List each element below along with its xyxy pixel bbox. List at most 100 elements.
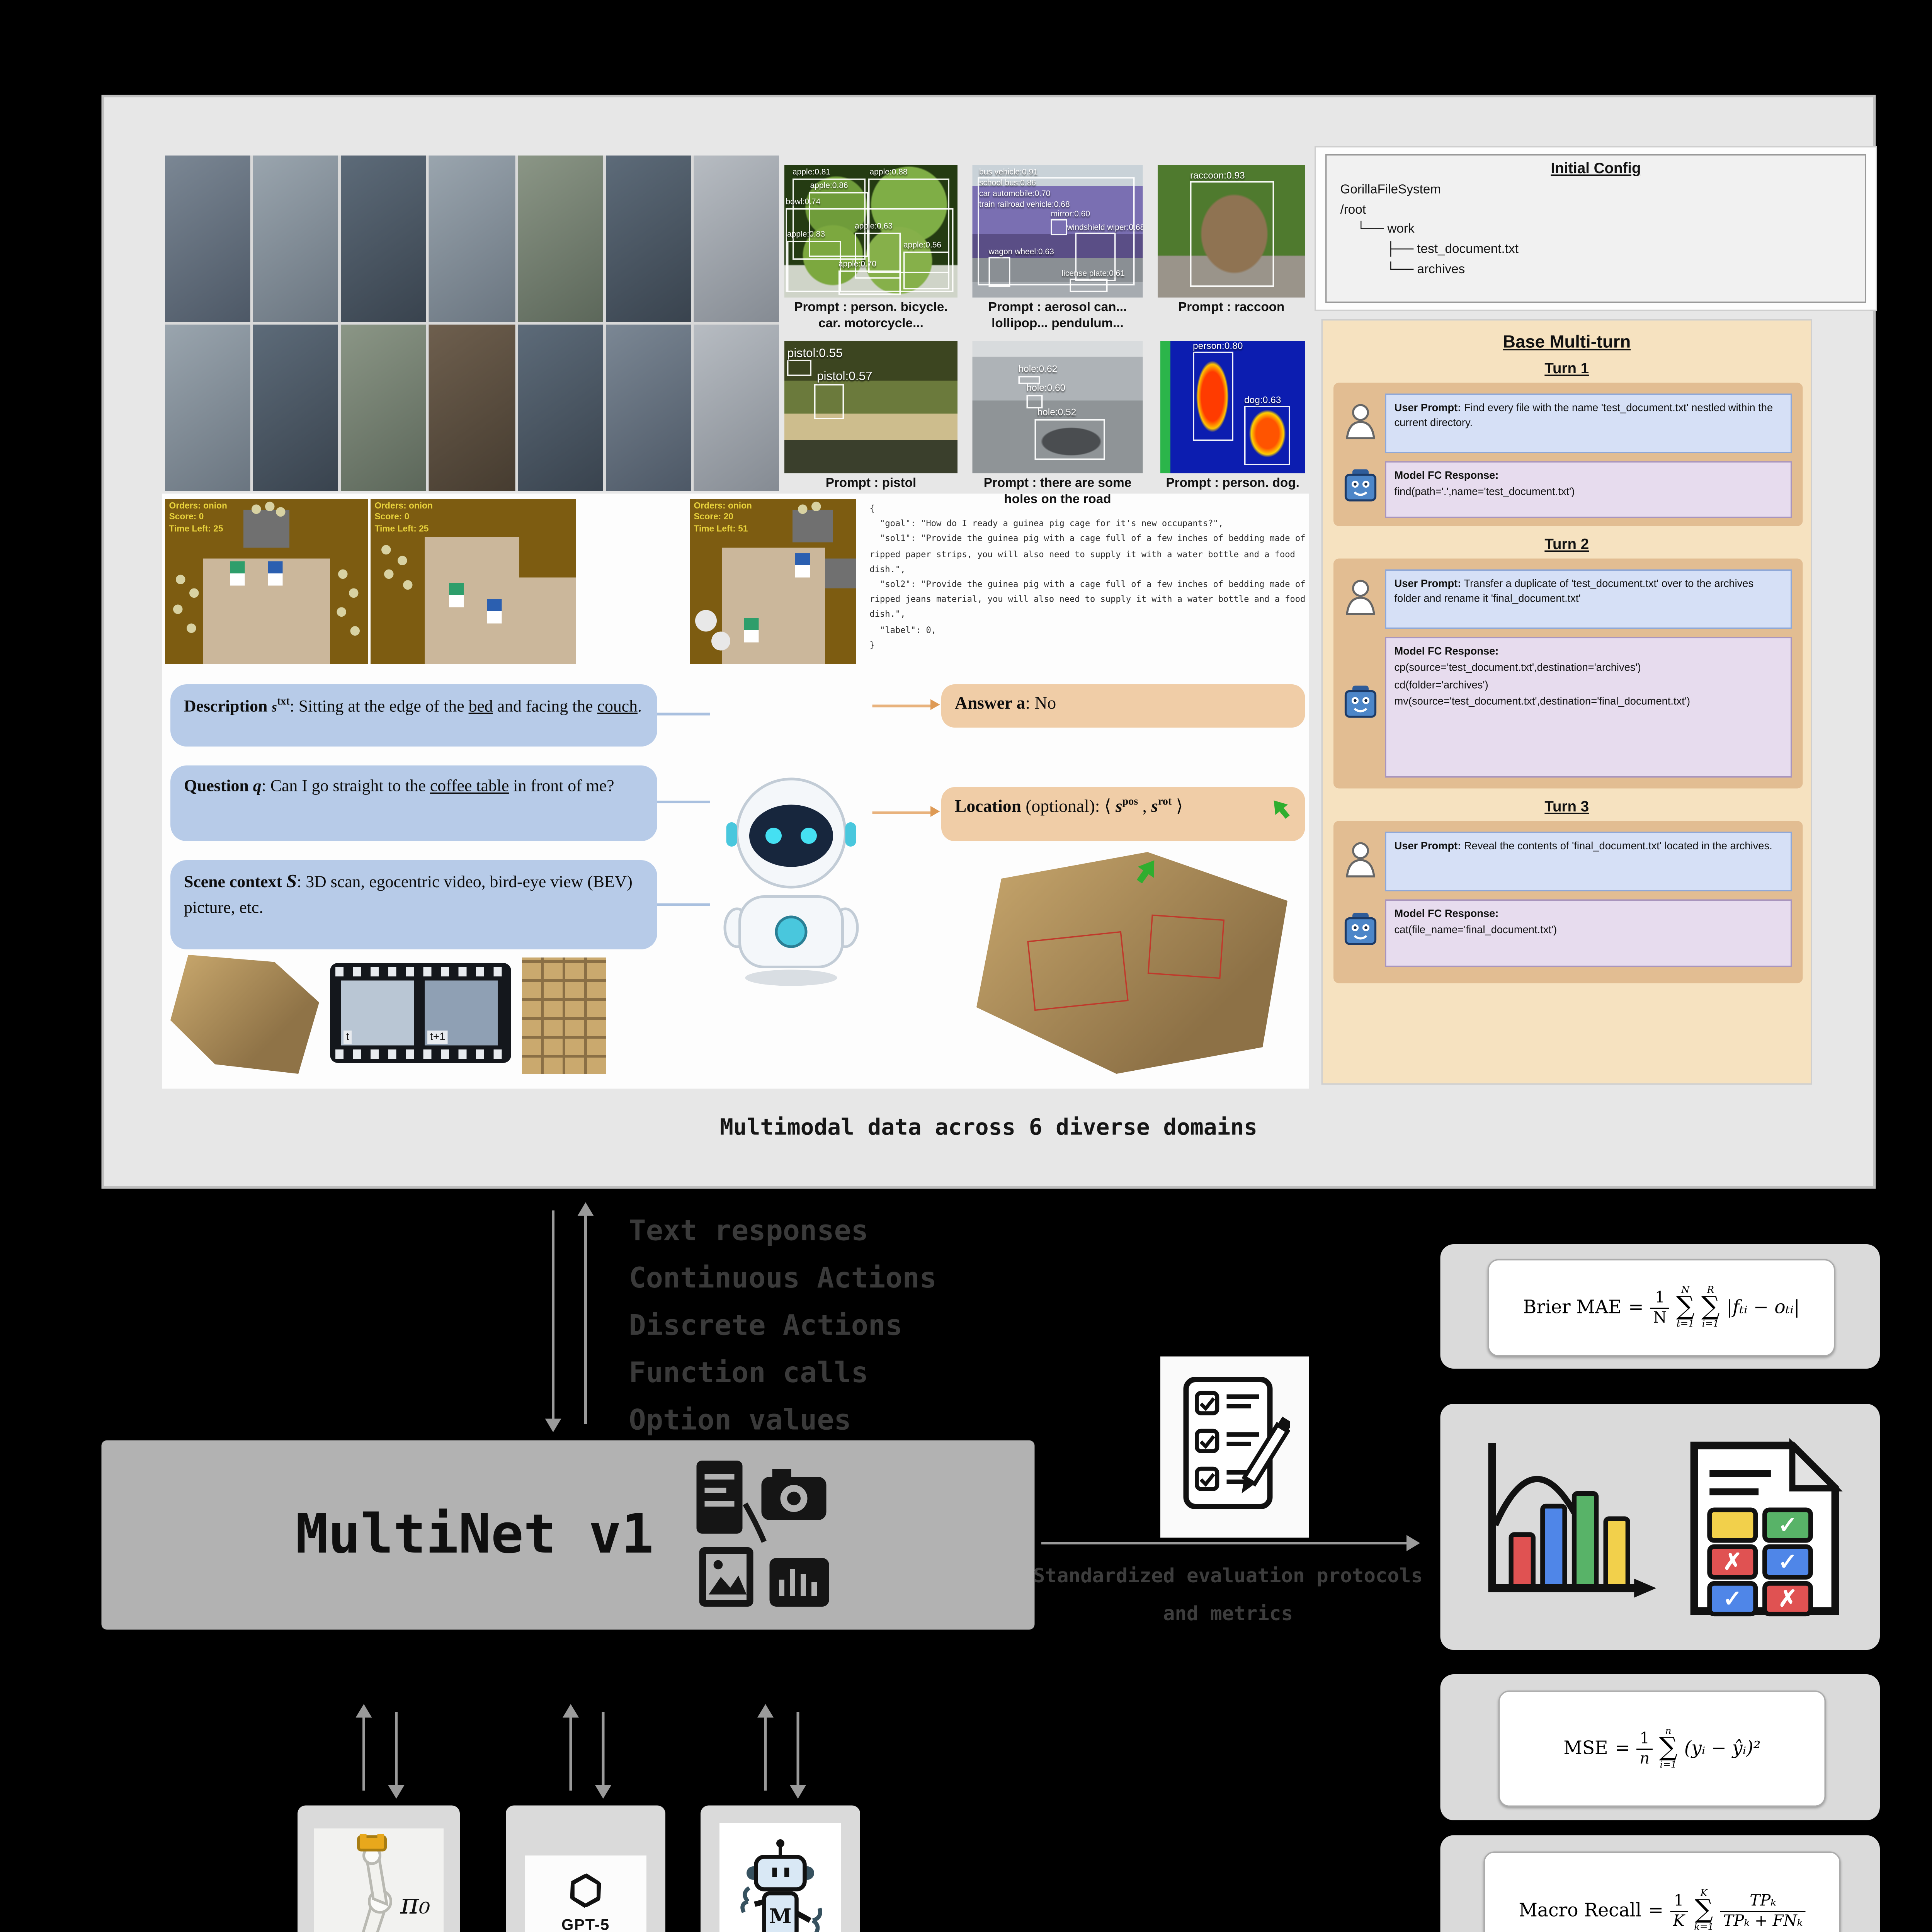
bbox-label: bus vehicle:0.91: [979, 169, 1038, 177]
piqa-json-sample: { "goal": "How do I ready a guinea pig c…: [869, 504, 1306, 650]
model-response-prefix: Model FC Response:: [1394, 645, 1499, 658]
question-box: Question q: Can I go straight to the cof…: [170, 765, 657, 841]
detection-caption: Prompt : person. bicycle. car. motorcycl…: [794, 300, 948, 332]
io-label: Continuous Actions: [629, 1262, 937, 1294]
collage-photo: [693, 325, 779, 491]
egocentric-video-filmstrip: t t+1: [330, 963, 511, 1063]
location-box: Location (optional): ⟨ spos , srot ⟩: [941, 787, 1305, 841]
io-label: Option values: [629, 1404, 851, 1436]
bbox-label: dog:0.63: [1244, 396, 1281, 406]
model-pi0-card: π₀: [298, 1805, 460, 1932]
bbox-label: wagon wheel:0.63: [988, 249, 1054, 257]
collage-photo: [517, 155, 603, 322]
bbox-label: bowl:0.74: [786, 199, 821, 207]
collage-photo: [341, 325, 427, 491]
user-icon: [1346, 404, 1375, 439]
connector-line: [657, 713, 710, 716]
bbox-label: pistol:0.55: [787, 346, 843, 360]
bbox-label: apple:0.83: [787, 231, 825, 240]
multiturn-title: Base Multi-turn: [1503, 331, 1631, 352]
collage-photo: [253, 155, 338, 322]
config-line: GorillaFileSystem: [1340, 182, 1441, 198]
up-arrowhead: [355, 1704, 372, 1718]
turn-card: User Prompt: Transfer a duplicate of 'te…: [1333, 558, 1803, 789]
detection-image-apples: apple:0.81 apple:0.88 apple:0.86 bowl:0.…: [784, 165, 957, 298]
answer-label: Answer a: [955, 692, 1026, 713]
user-icon: [1346, 580, 1375, 615]
connector-line: [657, 801, 710, 803]
gpt5-label: GPT-5: [561, 1918, 610, 1932]
description-label: Description: [184, 697, 268, 716]
robot-mascot: [723, 777, 859, 986]
base-multiturn-panel: Base Multi-turn Turn 1 User Prompt: Find…: [1321, 319, 1812, 1085]
up-arrowhead: [577, 1202, 594, 1216]
initial-config-box: Initial Config GorillaFileSystem /root └…: [1325, 154, 1866, 303]
down-arrow: [796, 1712, 799, 1788]
game-hud: Orders: onion Score: 0 Time Left: 25: [169, 502, 227, 534]
collage-photo: [429, 155, 515, 322]
multinet-title: MultiNet v1: [295, 1504, 654, 1566]
checklist-icon: [1183, 1377, 1293, 1509]
bbox-label: apple:0.86: [810, 182, 848, 191]
multimodal-data-panel: apple:0.81 apple:0.88 apple:0.86 bowl:0.…: [101, 95, 1877, 1189]
connector-line: [657, 903, 710, 906]
io-label: Text responses: [629, 1214, 869, 1247]
io-label: Discrete Actions: [629, 1309, 903, 1342]
bbox-label: train railroad vehicle:0.68: [979, 201, 1070, 210]
user-prompt-prefix: User Prompt:: [1394, 577, 1461, 590]
bbox-label: apple:0.88: [869, 169, 908, 177]
bbox-label: apple:0.70: [838, 261, 877, 269]
svg-text:✓: ✓: [1778, 1512, 1798, 1538]
eval-arrow: [1041, 1542, 1409, 1544]
down-arrowhead: [388, 1785, 405, 1799]
frame-t1-label: t+1: [427, 1031, 448, 1044]
game-screenshot-2: Orders: onion Score: 0 Time Left: 25: [371, 499, 576, 664]
down-arrowhead: [545, 1418, 561, 1432]
checklist-card: [1160, 1356, 1309, 1538]
turn-label: Turn 2: [1544, 537, 1589, 553]
up-arrowhead: [757, 1704, 774, 1718]
detection-caption: Prompt : person. dog.: [1166, 476, 1299, 491]
pi0-label: π₀: [400, 1888, 430, 1920]
green-arrow-icon: [1265, 794, 1296, 824]
bbox-label: pistol:0.57: [817, 369, 872, 383]
answer-box: Answer a: No: [941, 684, 1305, 728]
panel-caption: Multimodal data across 6 diverse domains: [720, 1114, 1257, 1140]
game-hud: Orders: onion Score: 20 Time Left: 51: [694, 502, 752, 534]
eval-caption: Standardized evaluation protocols and me…: [1033, 1566, 1423, 1626]
m-robot-icon: M: [740, 1839, 822, 1932]
detection-image-raccoon: raccoon:0.93: [1158, 165, 1305, 298]
connector-line: [872, 704, 933, 707]
game-hud: Orders: onion Score: 0 Time Left: 25: [374, 502, 433, 534]
down-arrow: [602, 1712, 605, 1788]
bbox-label: car automobile:0.70: [979, 190, 1051, 199]
bbox-label: hole:0.60: [1026, 384, 1066, 394]
collage-photo: [605, 325, 691, 491]
turn-label: Turn 3: [1544, 799, 1589, 816]
bbox-label: school bus:0.86: [979, 180, 1036, 188]
chart-icon: [1488, 1443, 1656, 1598]
detection-image-bus: bus vehicle:0.91 school bus:0.86 car aut…: [972, 165, 1143, 298]
initial-config-title: Initial Config: [1551, 161, 1641, 177]
io-label: Function calls: [629, 1356, 869, 1389]
detection-caption: Prompt : pistol: [825, 476, 917, 491]
bev-thumbnail: [522, 957, 606, 1074]
multinet-box: MultiNet v1: [101, 1440, 1035, 1630]
bbox-label: hole:0.52: [1037, 408, 1077, 418]
metrics-icons-card: ✓ ✗ ✓ ✓ ✗: [1440, 1404, 1880, 1650]
bbox-label: apple:0.63: [855, 223, 893, 231]
robot-icon: [1344, 913, 1377, 945]
detection-caption: Prompt : there are some holes on the roa…: [983, 476, 1132, 507]
bbox-label: apple:0.81: [793, 169, 831, 177]
multimodal-data-icon: [697, 1461, 830, 1607]
arrowhead: [930, 699, 940, 710]
robot-image-collage: [165, 155, 779, 491]
bbox-label: person:0.80: [1193, 342, 1243, 352]
collage-photo: [253, 325, 338, 491]
